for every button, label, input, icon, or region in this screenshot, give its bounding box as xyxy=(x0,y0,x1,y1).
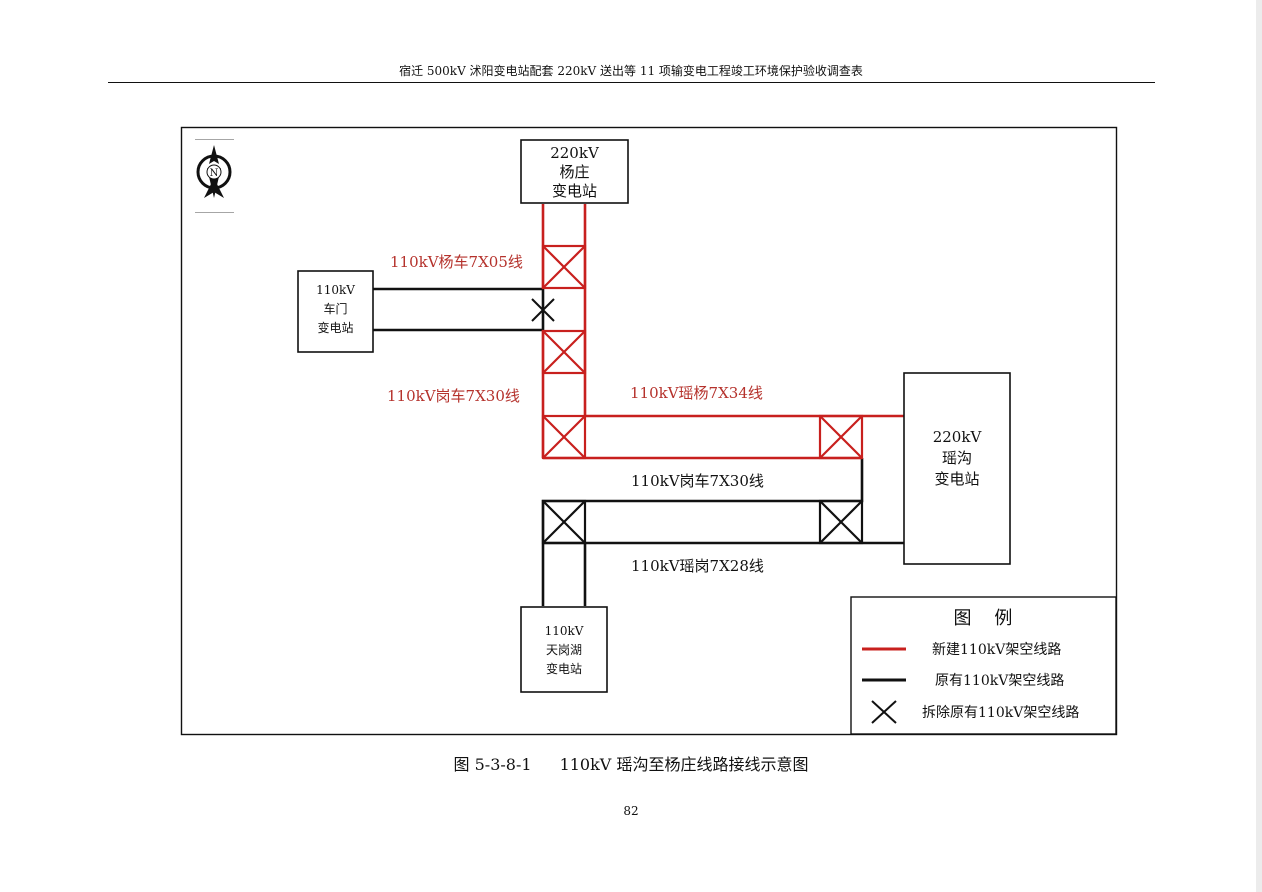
station-tiangang-type: 变电站 xyxy=(546,661,582,676)
diagram-frame xyxy=(180,126,1118,736)
new-tower-marker xyxy=(818,414,864,460)
new-tower-markers xyxy=(541,244,864,460)
legend-removed-x-icon xyxy=(871,700,897,724)
station-yangzhuang-voltage: 220kV xyxy=(550,144,600,162)
station-yangzhuang: 220kV 杨庄 变电站 xyxy=(520,139,629,204)
station-chemen-name: 车门 xyxy=(323,301,347,316)
legend: 图 例 新建110kV架空线路 原有110kV架空线路 拆除原有110kV架空线… xyxy=(850,596,1117,735)
station-chemen-voltage: 110kV xyxy=(316,283,355,297)
header-rule xyxy=(108,82,1155,83)
existing-tower-markers xyxy=(541,499,864,545)
label-gangche-red-line: 110kV岗车7X30线 xyxy=(387,387,520,405)
station-yaogou-name: 瑶沟 xyxy=(942,449,972,467)
figure-title: 110kV 瑶沟至杨庄线路接线示意图 xyxy=(559,755,809,774)
station-yaogou-type: 变电站 xyxy=(934,470,979,488)
removed-line-x-icon xyxy=(531,298,555,322)
legend-title: 图 例 xyxy=(954,608,1013,629)
label-yaogang-line: 110kV瑶岗7X28线 xyxy=(631,557,764,575)
new-tower-marker xyxy=(541,329,587,375)
new-tower-marker xyxy=(541,414,587,460)
label-gangche-black-line: 110kV岗车7X30线 xyxy=(631,472,764,490)
label-yaoyang-line: 110kV瑶杨7X34线 xyxy=(630,384,763,402)
page-edge-shadow xyxy=(1256,0,1262,892)
station-chemen-type: 变电站 xyxy=(317,320,353,335)
station-yaogou-voltage: 220kV xyxy=(933,428,983,446)
station-tiangang-voltage: 110kV xyxy=(545,624,584,638)
figure-caption: 图 5-3-8-1 110kV 瑶沟至杨庄线路接线示意图 xyxy=(0,754,1262,776)
existing-tower-marker xyxy=(818,499,864,545)
legend-existing-line-label: 原有110kV架空线路 xyxy=(935,673,1064,689)
label-yangche-line: 110kV杨车7X05线 xyxy=(390,253,523,271)
station-chemen: 110kV 车门 变电站 xyxy=(297,270,374,353)
legend-new-line-label: 新建110kV架空线路 xyxy=(932,642,1061,658)
header-title: 宿迁 500kV 沭阳变电站配套 220kV 送出等 11 项输变电工程竣工环境… xyxy=(399,64,863,78)
new-lines xyxy=(541,204,904,460)
existing-tower-marker xyxy=(541,499,587,545)
compass-north-label: N xyxy=(210,168,219,179)
station-yangzhuang-type: 变电站 xyxy=(552,182,597,200)
station-yaogou: 220kV 瑶沟 变电站 xyxy=(903,372,1011,565)
station-yangzhuang-name: 杨庄 xyxy=(559,163,589,181)
north-compass-icon: N xyxy=(195,139,234,213)
station-tiangang: 110kV 天岗湖 变电站 xyxy=(520,606,608,693)
new-tower-marker xyxy=(541,244,587,290)
legend-removed-line-label: 拆除原有110kV架空线路 xyxy=(922,705,1079,721)
station-tiangang-name: 天岗湖 xyxy=(546,642,582,657)
figure-number: 图 5-3-8-1 xyxy=(453,755,532,774)
page-number: 82 xyxy=(623,804,639,818)
